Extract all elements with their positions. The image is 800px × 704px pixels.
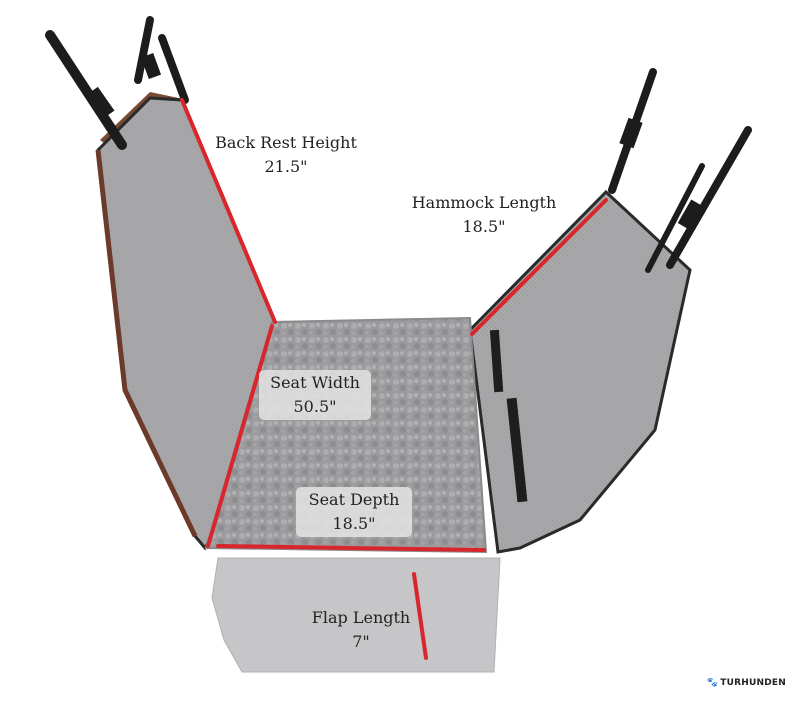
- seat-depth-label: Seat Depth 18.5": [296, 487, 412, 537]
- dog-logo-icon: 🐾: [706, 678, 719, 688]
- left-straps: [45, 16, 189, 150]
- seat-width-line: [206, 324, 274, 548]
- flap-label: Flap Length 7": [303, 606, 419, 654]
- back-rest-label: Back Rest Height 21.5": [205, 131, 367, 179]
- seat-width-value: 50.5": [293, 397, 337, 416]
- back-rest-value: 21.5": [264, 157, 308, 176]
- watermark-text: TURHUNDEN: [720, 678, 786, 688]
- hammock-value: 18.5": [462, 217, 506, 236]
- back-rest-line: [180, 98, 277, 324]
- hammock-title: Hammock Length: [411, 193, 557, 212]
- seat-width-title: Seat Width: [270, 373, 360, 392]
- turhunden-watermark: 🐾 TURHUNDEN: [707, 678, 786, 688]
- zipper-strip: [506, 397, 528, 503]
- flap-line: [412, 572, 428, 660]
- flap-title: Flap Length: [311, 608, 411, 627]
- zipper-strip: [489, 329, 504, 393]
- seat-depth-line: [216, 544, 486, 552]
- measure-lines: [180, 98, 608, 660]
- flap-value: 7": [352, 632, 370, 651]
- hammock-line: [470, 198, 608, 336]
- back-rest-title: Back Rest Height: [215, 133, 357, 152]
- hammock-label: Hammock Length 18.5": [400, 191, 568, 239]
- flap-panel: [211, 557, 501, 673]
- hammock-panel: [468, 189, 692, 554]
- seat-depth-value: 18.5": [332, 514, 376, 533]
- seat-width-label: Seat Width 50.5": [259, 370, 371, 420]
- right-straps: [608, 68, 752, 273]
- seat-depth-title: Seat Depth: [308, 490, 400, 509]
